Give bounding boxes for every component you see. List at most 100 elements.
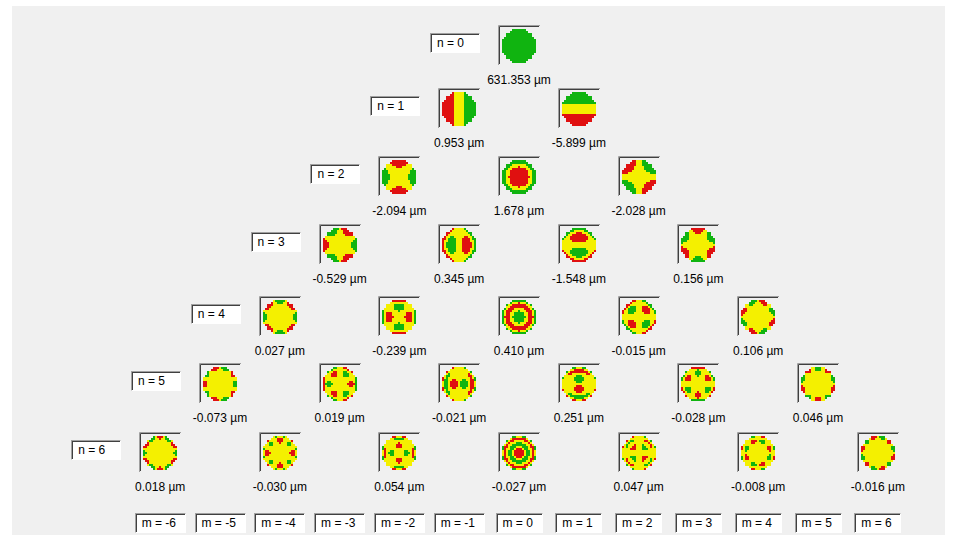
azimuthal-label: m = 5 (795, 513, 842, 533)
index-label: n = 0 (437, 36, 471, 51)
zernike-term: 0.345 µm (434, 224, 484, 286)
index-label: n = 6 (78, 443, 112, 458)
term-value: 0.410 µm (494, 344, 544, 358)
index-label: m = 4 (742, 516, 773, 531)
term-value: 0.054 µm (374, 480, 424, 494)
term-value: 0.156 µm (673, 272, 723, 286)
term-value: -0.027 µm (492, 480, 546, 494)
zernike-term: -0.028 µm (671, 363, 725, 425)
azimuthal-label: m = 3 (675, 513, 722, 533)
term-map (438, 224, 480, 264)
zernike-term: -0.239 µm (372, 296, 426, 358)
zernike-term: -2.094 µm (372, 156, 426, 218)
term-map (677, 363, 719, 403)
zernike-term: -0.073 µm (193, 363, 247, 425)
term-map (857, 432, 899, 472)
term-map (259, 296, 301, 336)
order-label: n = 3 (251, 232, 301, 252)
zernike-term: -0.015 µm (611, 296, 665, 358)
term-value: -2.028 µm (611, 204, 665, 218)
term-map (498, 25, 540, 65)
term-value: -0.030 µm (253, 480, 307, 494)
zernike-term: 1.678 µm (494, 156, 544, 218)
zernike-term: -0.008 µm (731, 432, 785, 494)
index-label: n = 2 (317, 167, 351, 182)
term-value: -0.239 µm (372, 344, 426, 358)
azimuthal-label: m = -4 (254, 513, 305, 533)
term-value: -2.094 µm (372, 204, 426, 218)
azimuthal-label: m = -5 (195, 513, 246, 533)
azimuthal-label: m = 2 (615, 513, 662, 533)
term-value: 631.353 µm (487, 73, 551, 87)
azimuthal-label: m = -2 (374, 513, 425, 533)
term-value: -1.548 µm (552, 272, 606, 286)
term-map (618, 296, 660, 336)
zernike-term: -1.548 µm (552, 224, 606, 286)
term-value: -0.529 µm (312, 272, 366, 286)
index-label: n = 4 (198, 307, 232, 322)
term-value: 0.251 µm (554, 411, 604, 425)
term-value: -0.016 µm (851, 480, 905, 494)
term-value: 0.047 µm (613, 480, 663, 494)
order-label: n = 5 (131, 371, 181, 391)
order-label: n = 0 (430, 33, 480, 53)
index-label: m = 0 (503, 516, 534, 531)
term-value: -0.008 µm (731, 480, 785, 494)
zernike-term: -0.021 µm (432, 363, 486, 425)
zernike-term: 0.018 µm (135, 432, 185, 494)
zernike-term: 631.353 µm (487, 25, 551, 87)
term-map (498, 296, 540, 336)
term-map (139, 432, 181, 472)
index-label: n = 5 (138, 374, 172, 389)
term-map (558, 224, 600, 264)
term-value: 0.345 µm (434, 272, 484, 286)
term-map (737, 432, 779, 472)
term-map (319, 224, 361, 264)
index-label: m = -4 (261, 516, 296, 531)
order-label: n = 1 (370, 96, 420, 116)
index-label: m = 3 (682, 516, 713, 531)
term-value: -0.015 µm (611, 344, 665, 358)
index-label: n = 1 (377, 99, 411, 114)
term-value: 0.018 µm (135, 480, 185, 494)
term-value: 0.027 µm (255, 344, 305, 358)
term-map (378, 156, 420, 196)
term-map (558, 363, 600, 403)
term-map (558, 88, 600, 128)
index-label: m = -3 (321, 516, 356, 531)
azimuthal-label: m = -6 (135, 513, 186, 533)
index-label: m = -1 (441, 516, 476, 531)
index-label: m = -5 (202, 516, 237, 531)
index-label: m = 5 (802, 516, 833, 531)
term-map (618, 432, 660, 472)
order-label: n = 2 (310, 164, 360, 184)
term-map (438, 88, 480, 128)
term-value: -0.028 µm (671, 411, 725, 425)
term-value: 0.019 µm (314, 411, 364, 425)
term-value: 0.106 µm (733, 344, 783, 358)
term-map (378, 296, 420, 336)
term-value: 0.046 µm (793, 411, 843, 425)
term-map (677, 224, 719, 264)
zernike-term: 0.106 µm (733, 296, 783, 358)
term-map (498, 156, 540, 196)
zernike-term: 0.156 µm (673, 224, 723, 286)
azimuthal-label: m = -3 (314, 513, 365, 533)
zernike-term: -0.529 µm (312, 224, 366, 286)
zernike-term: 0.410 µm (494, 296, 544, 358)
azimuthal-label: m = 6 (854, 513, 901, 533)
azimuthal-label: m = 1 (555, 513, 602, 533)
index-label: m = 6 (861, 516, 892, 531)
term-map (259, 432, 301, 472)
term-map (498, 432, 540, 472)
term-value: -0.021 µm (432, 411, 486, 425)
zernike-term: -0.016 µm (851, 432, 905, 494)
index-label: m = 1 (562, 516, 593, 531)
zernike-term: 0.953 µm (434, 88, 484, 150)
zernike-term: -0.030 µm (253, 432, 307, 494)
azimuthal-label: m = 0 (496, 513, 543, 533)
zernike-term: -0.027 µm (492, 432, 546, 494)
term-map (618, 156, 660, 196)
term-map (319, 363, 361, 403)
term-value: -0.073 µm (193, 411, 247, 425)
